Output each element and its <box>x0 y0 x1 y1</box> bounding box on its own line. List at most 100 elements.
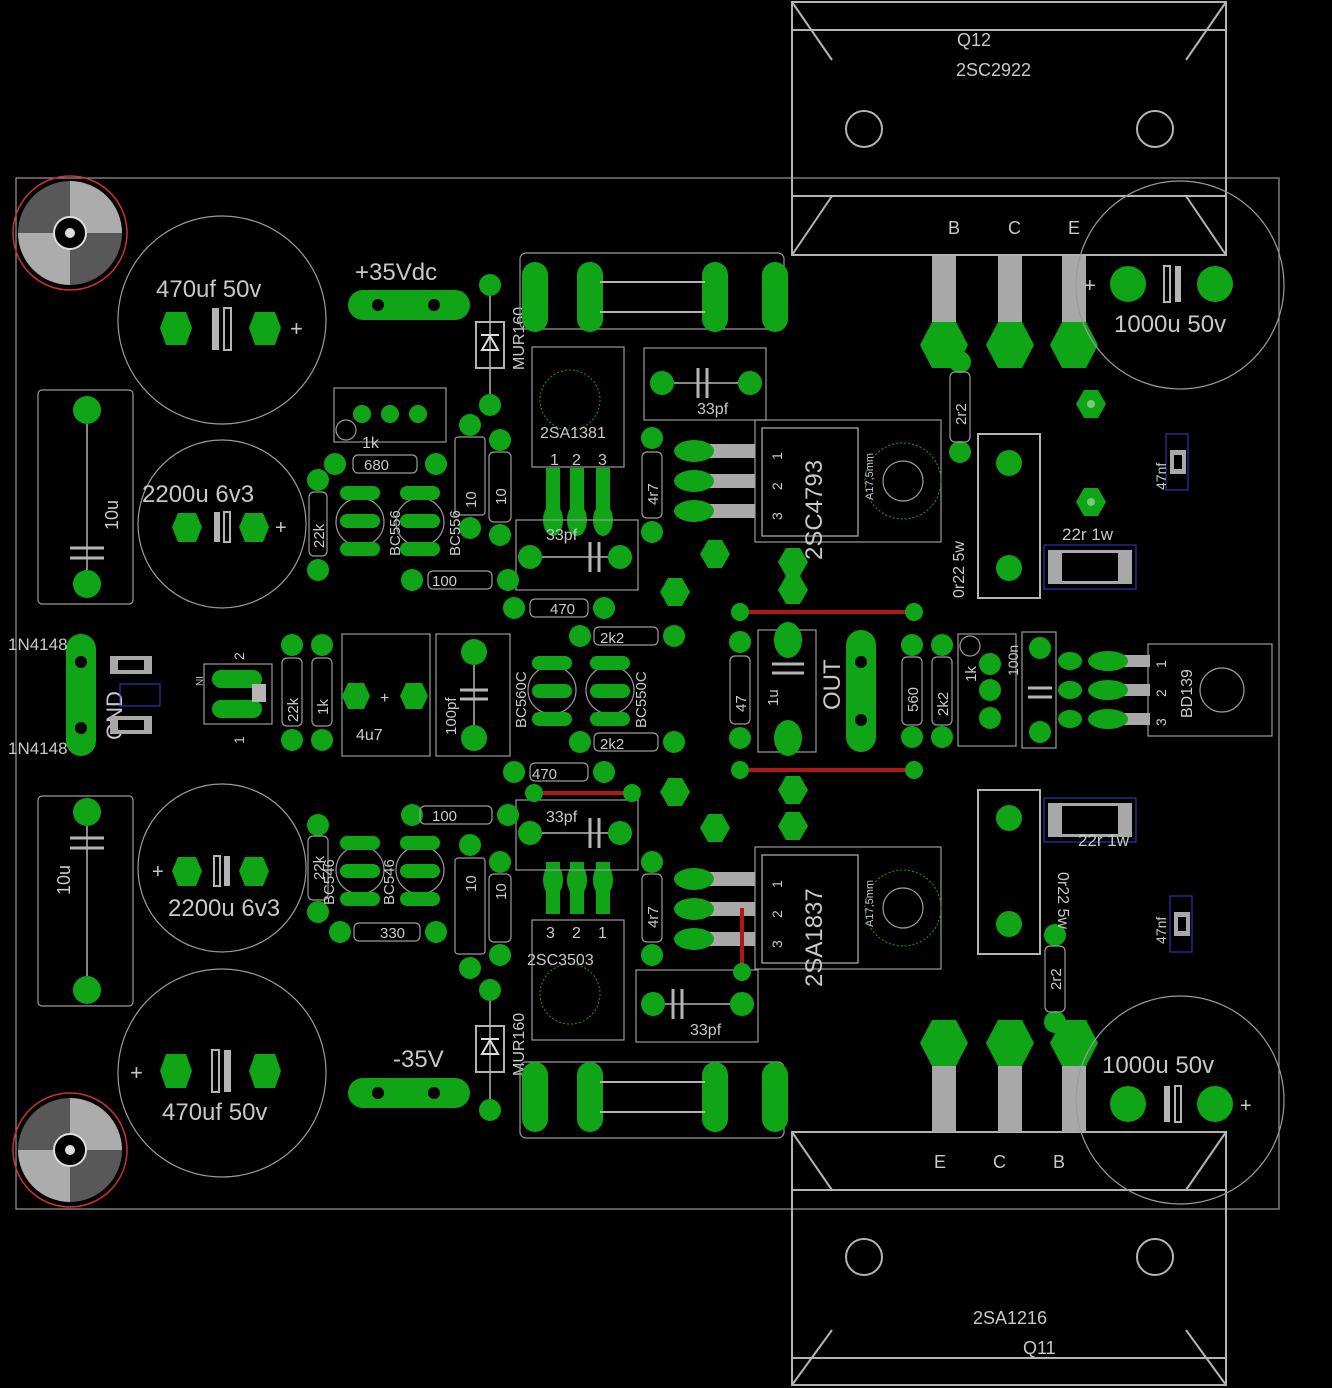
diode-1n4148-smd <box>110 656 161 734</box>
resistor-100-bottom <box>401 804 519 826</box>
transistor-2sc3503-label: 2SC3503 <box>527 952 594 969</box>
transistor-bc546-b <box>395 836 445 906</box>
input-pin1: 1 <box>231 736 247 744</box>
cap-33pf-1 <box>643 347 767 421</box>
transistor-2sa1837-label: 2SA1837 <box>801 888 828 987</box>
vneg-label: -35V <box>393 1046 444 1073</box>
resistor-2r2-top-label: 2r2 <box>953 403 970 425</box>
transistor-2sc3503-pin3: 3 <box>546 925 555 942</box>
diode-mur160-bottom-label: MUR160 <box>511 1013 528 1076</box>
transistor-bc556-b <box>395 486 445 556</box>
cap-47nf-top <box>1165 433 1189 491</box>
resistor-22r-bottom-label: 22r 1w <box>1078 831 1130 850</box>
resistor-470-top <box>503 597 615 619</box>
trimmer-1k-bias <box>957 633 1017 747</box>
transistor-2sa1381-label: 2SA1381 <box>540 425 606 442</box>
input-pin2: 2 <box>231 652 247 660</box>
resistor-22k-3-label: 22k <box>311 855 328 880</box>
transistor-bc546-b-label: BC546 <box>381 859 398 905</box>
cap-1u-label: 1u <box>765 689 782 706</box>
resistor-2k2-1 <box>569 625 685 647</box>
resistor-22r-top <box>1043 544 1137 590</box>
transistor-2sc4793 <box>674 419 942 543</box>
transistor-2sa1837 <box>674 846 942 970</box>
cap-100n-label: 100n <box>1005 645 1021 676</box>
transistor-2sc3503-pin1: 1 <box>598 925 607 942</box>
resistor-22k-1 <box>307 469 329 581</box>
q11-pin-e: E <box>934 1152 946 1172</box>
fuse-top <box>519 252 788 332</box>
cap-2200u-top-plus: + <box>275 517 287 539</box>
q12-pin-b: B <box>948 218 960 238</box>
input-connector <box>203 663 273 725</box>
transistor-bc550c-label: BC550C <box>633 671 650 728</box>
q12-type: 2SC2922 <box>956 60 1031 80</box>
resistor-680 <box>324 453 447 475</box>
cap-1000u-bottom <box>1075 995 1285 1205</box>
cap-2200u-bottom <box>137 783 307 953</box>
resistor-10-b <box>488 429 512 546</box>
resistor-4r7-top <box>641 427 663 543</box>
cap-33pf-2-label: 33pf <box>546 527 578 544</box>
transistor-2sc4793-pin1: 1 <box>769 452 785 460</box>
resistor-10-d-label: 10 <box>493 883 510 900</box>
transistor-bc560c <box>527 656 577 726</box>
transistor-2sa1837-heatsink: A17,5mm <box>864 880 876 927</box>
cap-100n <box>1021 631 1057 749</box>
transistor-2sc3503 <box>531 862 625 1041</box>
resistor-1k-a-label: 1k <box>315 699 332 715</box>
diode-1n4148-bottom-label: 1N4148 <box>8 739 68 758</box>
resistor-0r22-top <box>977 433 1041 599</box>
transistor-bc546-a-label: BC546 <box>321 859 338 905</box>
resistor-4r7-bottom <box>641 851 663 966</box>
resistor-330 <box>329 921 447 943</box>
transistor-bd139-pin1: 1 <box>1153 660 1169 668</box>
transistor-2sc4793-label: 2SC4793 <box>801 460 828 560</box>
transistor-2sc4793-pin2: 2 <box>769 482 785 490</box>
resistor-2k2-3 <box>931 634 953 748</box>
cap-470uf-bottom-label: 470uf 50v <box>162 1099 267 1126</box>
cap-470uf-top-plus: + <box>290 316 303 341</box>
cap-33pf-1-label: 33pf <box>697 401 729 418</box>
cap-33pf-4 <box>635 969 759 1043</box>
diode-mur160-bottom <box>475 979 505 1121</box>
resistor-47-label: 47 <box>733 695 750 712</box>
cap-4u7: + <box>341 633 431 757</box>
transistor-bd139-pin3: 3 <box>1153 718 1169 726</box>
resistor-10-d <box>488 851 512 966</box>
cap-470uf-bottom-plus: + <box>130 1060 143 1085</box>
transistor-bc556-a-label: BC556 <box>387 510 404 556</box>
q11-pin-c: C <box>993 1152 1006 1172</box>
input-label: IN <box>193 676 204 686</box>
resistor-22k-2-label: 22k <box>285 697 302 722</box>
svg-text:+: + <box>380 690 389 707</box>
resistor-10-c-label: 10 <box>463 875 480 892</box>
q11-type: 2SA1216 <box>973 1308 1047 1328</box>
resistor-2k2-1-label: 2k2 <box>600 630 624 647</box>
transistor-bc546-a <box>335 836 385 906</box>
resistor-100-bottom-label: 100 <box>432 808 457 825</box>
resistor-10-a-label: 10 <box>463 491 480 508</box>
transistor-bc560c-label: BC560C <box>513 671 530 728</box>
resistor-22r-bottom <box>1043 797 1137 843</box>
resistor-22r-top-label: 22r 1w <box>1062 525 1114 544</box>
q11-ref: Q11 <box>1023 1338 1056 1358</box>
mounting-hole-bottom <box>12 1092 128 1208</box>
diode-mur160-top <box>475 274 505 416</box>
cap-33pf-3-label: 33pf <box>546 809 578 826</box>
resistor-10-b-label: 10 <box>493 488 510 505</box>
transistor-2sc4793-pin3: 3 <box>769 512 785 520</box>
cap-47nf-top-label: 47nf <box>1153 463 1169 490</box>
q12-transistor <box>791 1 1227 368</box>
transistor-bc556-b-label: BC556 <box>447 510 464 556</box>
resistor-2k2-2-label: 2k2 <box>600 736 624 753</box>
gnd-connector <box>66 634 96 756</box>
resistor-10-c <box>454 834 486 979</box>
diode-1n4148-top-label: 1N4148 <box>8 635 68 654</box>
resistor-470-bottom-label: 470 <box>532 766 557 783</box>
transistor-bd139-label: BD139 <box>1179 669 1196 718</box>
q12-ref: Q12 <box>957 30 991 50</box>
cap-470uf-top-label: 470uf 50v <box>156 276 261 303</box>
transistor-2sa1381-pin1: 1 <box>550 452 559 469</box>
cap-2200u-bottom-plus: + <box>152 861 164 883</box>
